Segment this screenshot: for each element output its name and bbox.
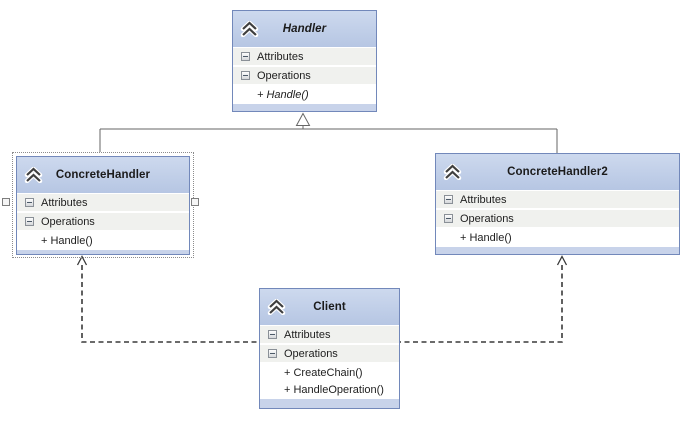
class-header-client[interactable]: Client [260,289,399,326]
minus-box-icon[interactable] [268,349,277,358]
operation-row[interactable]: + Handle() [17,232,189,249]
operations-label: Operations [257,69,311,82]
operations-label: Operations [460,212,514,225]
dependency-connector-client-concretehandler[interactable] [81,265,260,343]
collapse-chevron-icon[interactable] [443,164,462,180]
operations-label: Operations [284,347,338,360]
class-footer-strip [233,103,376,111]
operations-section-row[interactable]: Operations [17,213,189,232]
class-footer-strip [436,246,679,254]
minus-box-icon[interactable] [268,330,277,339]
class-footer-strip [17,249,189,254]
operations-section-row[interactable]: Operations [436,210,679,229]
operation-row[interactable]: + Handle() [436,229,679,246]
inheritance-connector-lines[interactable] [99,125,558,154]
class-title: ConcreteHandler [55,169,151,181]
resize-handle-right[interactable] [191,198,199,206]
operation-row[interactable]: + CreateChain() [260,364,399,381]
collapse-chevron-icon[interactable] [240,21,259,37]
operations-label: Operations [41,215,95,228]
dependency-open-arrowhead-icon [76,255,88,266]
attributes-section-row[interactable]: Attributes [436,191,679,210]
operation-row[interactable]: + Handle() [233,86,376,103]
class-box-handler[interactable]: Handler Attributes Operations + Handle() [232,10,377,112]
minus-box-icon[interactable] [241,71,250,80]
attributes-section-row[interactable]: Attributes [233,48,376,67]
class-box-client[interactable]: Client Attributes Operations + CreateCha… [259,288,400,409]
attributes-label: Attributes [460,193,507,206]
dependency-connector-client-concretehandler2[interactable] [400,265,563,343]
minus-box-icon[interactable] [444,195,453,204]
class-header-concretehandler[interactable]: ConcreteHandler [17,157,189,194]
class-header-concretehandler2[interactable]: ConcreteHandler2 [436,154,679,191]
attributes-label: Attributes [284,328,331,341]
minus-box-icon[interactable] [241,52,250,61]
minus-box-icon[interactable] [444,214,453,223]
operation-row[interactable]: + HandleOperation() [260,381,399,398]
attributes-label: Attributes [41,196,88,209]
minus-box-icon[interactable] [25,217,34,226]
attributes-label: Attributes [257,50,304,63]
class-box-concretehandler2[interactable]: ConcreteHandler2 Attributes Operations +… [435,153,680,255]
collapse-chevron-icon[interactable] [267,299,286,315]
dependency-open-arrowhead-icon [556,255,568,266]
class-title: ConcreteHandler2 [507,166,608,178]
class-footer-strip [260,398,399,408]
inheritance-triangle-arrowhead-icon[interactable] [295,112,311,126]
collapse-chevron-icon[interactable] [24,167,43,183]
attributes-section-row[interactable]: Attributes [17,194,189,213]
class-title: Client [313,301,346,313]
class-title: Handler [282,23,327,35]
class-box-concretehandler[interactable]: ConcreteHandler Attributes Operations + … [16,156,190,255]
minus-box-icon[interactable] [25,198,34,207]
resize-handle-left[interactable] [2,198,10,206]
class-header-handler[interactable]: Handler [233,11,376,48]
operations-section-row[interactable]: Operations [233,67,376,86]
operations-section-row[interactable]: Operations [260,345,399,364]
attributes-section-row[interactable]: Attributes [260,326,399,345]
